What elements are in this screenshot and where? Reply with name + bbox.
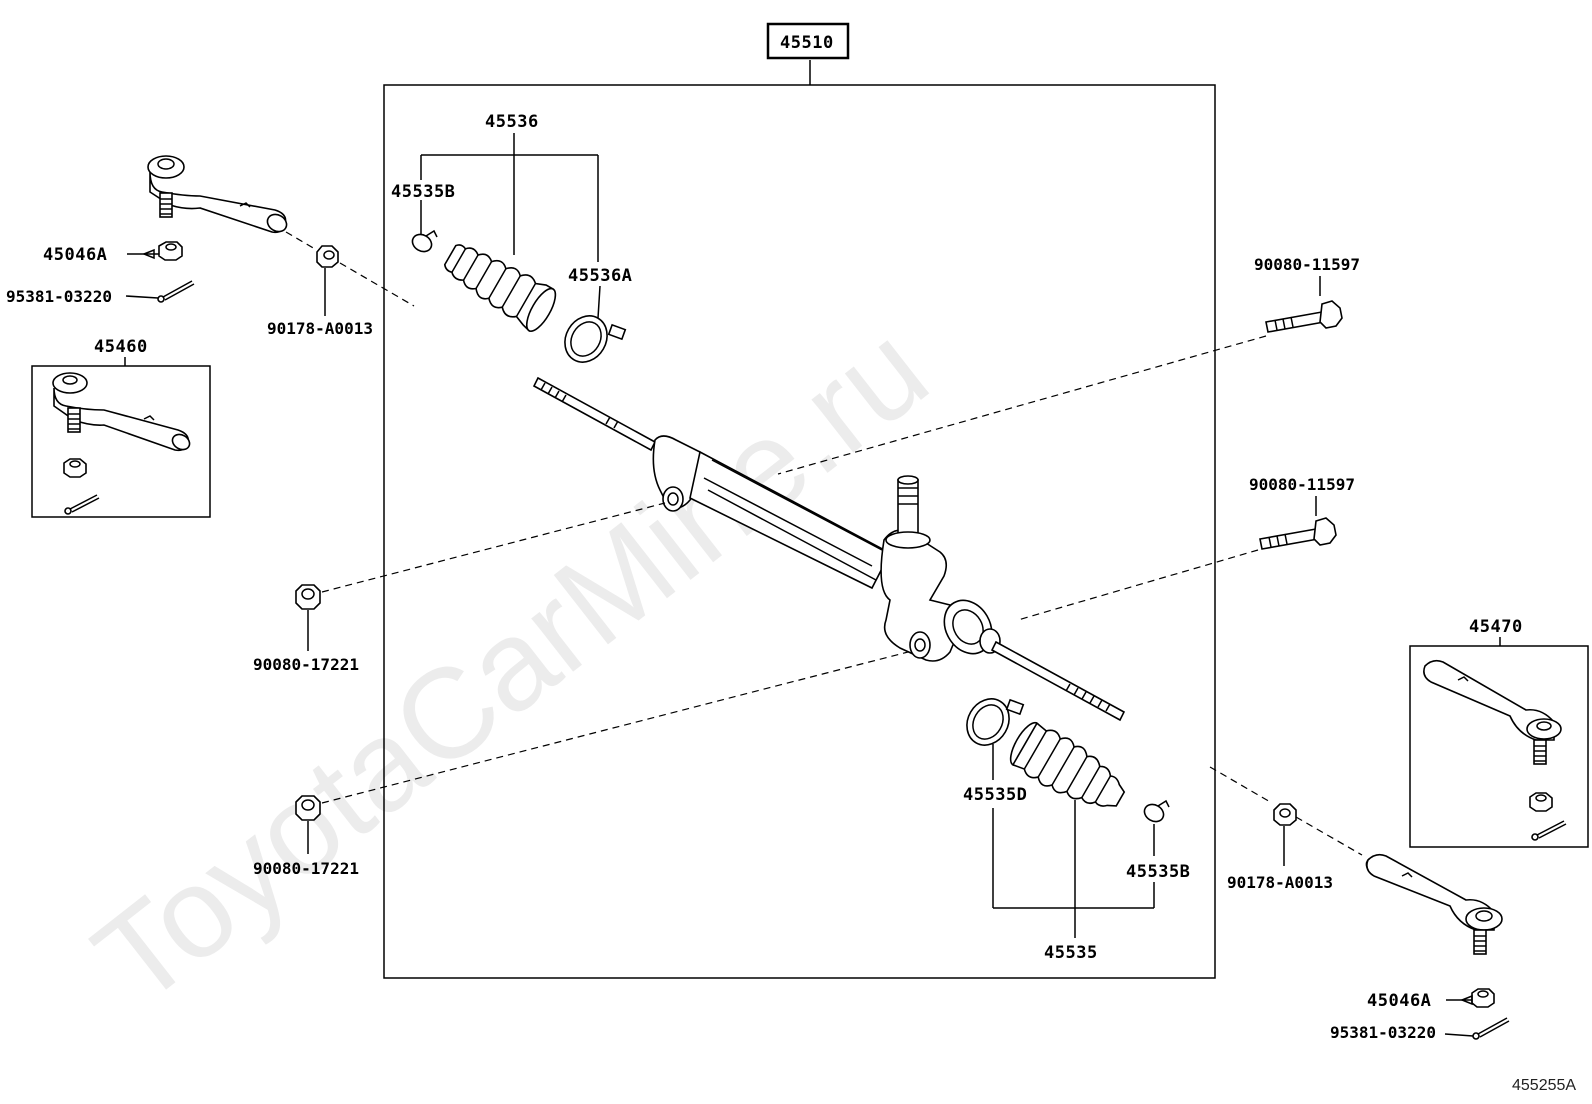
castle-nut-left [316,245,339,268]
boot-bellows-bottom [1009,721,1126,807]
figure-reference: 455255A [1512,1077,1576,1094]
tie-rod-end-left [147,155,288,234]
mount-nut-lower [295,795,321,821]
clip-top-part [411,229,438,253]
castle-nut-right [1273,803,1297,826]
cotter-pin-left [157,280,195,303]
assembly-label-box [766,22,850,60]
label-tie-rod-end-left[interactable]: 45460 [94,337,148,357]
label-nut-tierod-left[interactable]: 90178-A0013 [267,319,373,338]
label-bolt-lower[interactable]: 90080-11597 [1249,475,1355,494]
tie-rod-end-left-kit [52,372,191,515]
clip-bottom-part [1143,799,1170,823]
label-clip-bottom[interactable]: 45535B [1126,862,1190,882]
label-boot-kit-top[interactable]: 45536 [485,112,539,132]
label-pin-left[interactable]: 95381-03220 [6,287,112,306]
label-assembly[interactable]: 45510 [780,33,834,53]
label-pin-right[interactable]: 95381-03220 [1330,1023,1436,1042]
label-nut-right[interactable]: 45046A [1367,991,1431,1011]
assembly-frame [383,84,1216,979]
label-nut-mount-upper[interactable]: 90080-17221 [253,655,359,674]
label-clamp-top[interactable]: 45536A [568,266,632,286]
tie-rod-end-right-box [1409,645,1589,848]
label-boot-kit-bottom[interactable]: 45535 [1044,943,1098,963]
boot-bellows-top [443,244,557,332]
label-clamp-bottom[interactable]: 45535D [963,785,1027,805]
bolt-lower-part [1259,517,1337,550]
watermark-text: ToyotaCarMine.ru [69,297,953,1032]
tie-rod-end-right-kit [1423,659,1567,841]
label-nut-left[interactable]: 45046A [43,245,107,265]
label-nut-mount-lower[interactable]: 90080-17221 [253,859,359,878]
nut-left-part [158,241,183,261]
cotter-pin-right [1472,1017,1510,1040]
label-bolt-upper[interactable]: 90080-11597 [1254,255,1360,274]
label-tie-rod-end-right[interactable]: 45470 [1469,617,1523,637]
nut-right-part [1471,988,1495,1008]
bolt-upper-part [1265,300,1343,333]
tie-rod-end-right [1365,853,1503,955]
clamp-ring-top [564,315,627,363]
steering-rack-housing [532,376,1126,722]
label-nut-tierod-right[interactable]: 90178-A0013 [1227,873,1333,892]
tie-rod-end-left-box [31,365,211,518]
clamp-ring-bottom [966,698,1025,746]
label-clip-top[interactable]: 45535B [391,182,455,202]
mount-nut-upper [295,584,321,610]
